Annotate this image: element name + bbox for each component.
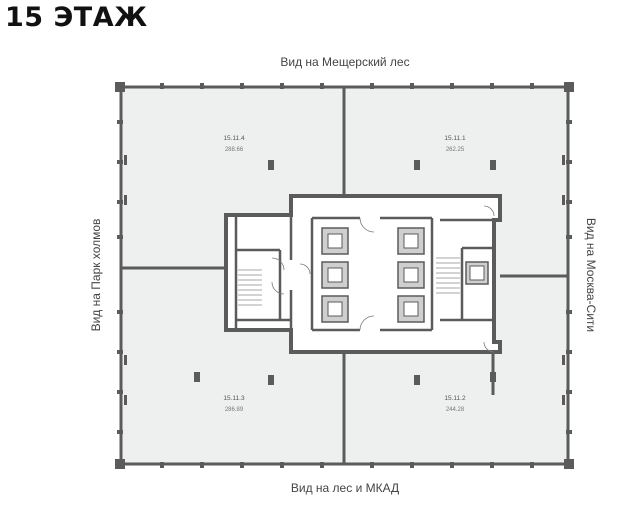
unit-number: 15.11.2 — [444, 395, 466, 402]
partition-walls — [122, 88, 567, 463]
corner-column — [564, 459, 574, 469]
unit-15-11-4[interactable]: 15.11.4 288.66 — [223, 135, 245, 153]
building-core — [224, 194, 502, 354]
unit-15-11-2[interactable]: 15.11.2 244.28 — [444, 395, 466, 413]
unit-15-11-1[interactable]: 15.11.1 262.25 — [444, 135, 466, 153]
elevator-cabins — [327, 233, 485, 317]
unit-number: 15.11.4 — [223, 135, 245, 142]
unit-number: 15.11.3 — [223, 395, 245, 402]
unit-area: 288.66 — [225, 147, 244, 153]
floor-title: 15 ЭТАЖ — [5, 2, 148, 33]
unit-area: 244.28 — [446, 407, 465, 413]
unit-number: 15.11.1 — [444, 135, 466, 142]
view-label-south: Вид на лес и МКАД — [290, 481, 400, 495]
view-label-north: Вид на Мещерский лес — [280, 55, 410, 69]
corner-column — [115, 459, 125, 469]
unit-15-11-3[interactable]: 15.11.3 286.89 — [223, 395, 245, 413]
unit-area: 286.89 — [225, 407, 244, 413]
unit-area: 262.25 — [446, 147, 465, 153]
stairwell — [238, 257, 460, 306]
door-swings — [271, 205, 495, 353]
facade-mullions — [117, 83, 572, 468]
corner-column — [564, 82, 574, 92]
corner-column — [115, 82, 125, 92]
